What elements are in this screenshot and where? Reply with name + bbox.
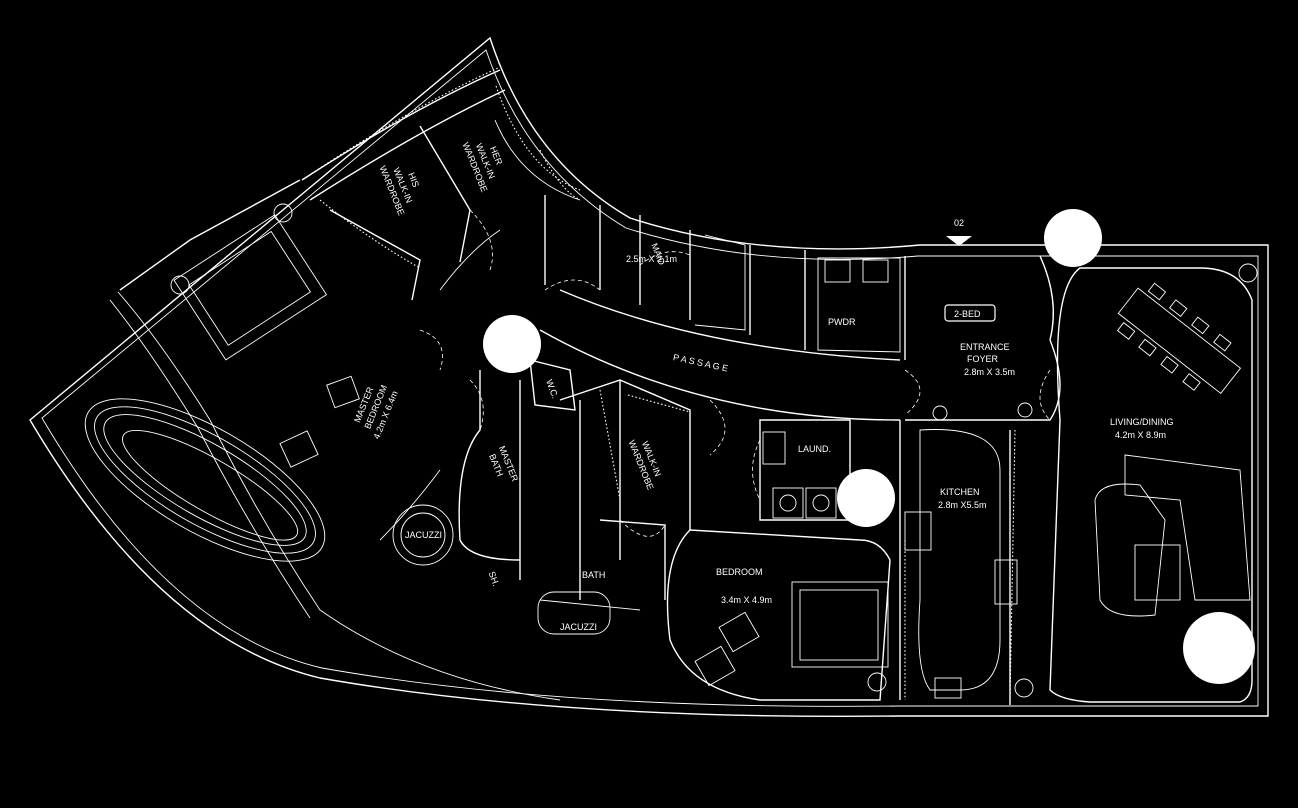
bedroom-label: BEDROOM [716, 567, 763, 577]
room-walls [119, 69, 1253, 705]
dining-table [1116, 282, 1242, 395]
living-size: 4.2m X 8.9m [1115, 430, 1166, 440]
kitchen-label: KITCHEN [940, 487, 980, 497]
unit-tag-label: 2-BED [954, 309, 981, 319]
jacuzzi-bath-label: JACUZZI [560, 622, 597, 632]
section-marker: 02 [946, 218, 972, 246]
entrance-size: 2.8m X 3.5m [964, 367, 1015, 377]
pwdr-label: PWDR [828, 317, 856, 327]
wardrobe-rails [304, 67, 1016, 701]
room-labels: HER WALK-IN WARDROBE HIS WALK-IN WARDROB… [352, 141, 1174, 632]
armchairs [279, 375, 760, 687]
unit-tag: 2-BED [944, 304, 996, 322]
wc-label: W.C. [544, 378, 560, 400]
pool-oval [84, 398, 326, 562]
master-bed [170, 203, 328, 361]
laundry-label: LAUND. [798, 444, 831, 454]
door-swings [419, 209, 1051, 537]
kitchen-size: 2.8m X5.5m [938, 500, 987, 510]
maid-size: 2.5m X 2.1m [626, 254, 677, 264]
marker-number: 02 [954, 218, 964, 228]
planters [932, 263, 1258, 698]
round-columns [483, 209, 1255, 684]
entrance-label-2: FOYER [967, 354, 999, 364]
sofa-set [1094, 454, 1251, 617]
bedroom-size: 3.4m X 4.9m [721, 595, 772, 605]
shower-label: SH. [487, 570, 502, 588]
passage-label: P A S S A G E [672, 352, 729, 373]
living-label: LIVING/DINING [1110, 417, 1174, 427]
bath-label: BATH [582, 570, 605, 580]
bedroom-bed [791, 581, 889, 692]
entrance-label-1: ENTRANCE [960, 342, 1010, 352]
outer-walls [29, 36, 1269, 718]
bath-fixtures [392, 259, 1018, 699]
jacuzzi-master-label: JACUZZI [405, 530, 442, 540]
